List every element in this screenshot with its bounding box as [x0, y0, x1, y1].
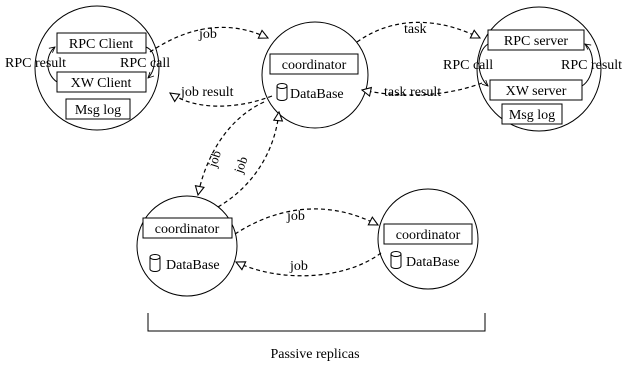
- edge-server-to-coordinator-label: task result: [384, 85, 441, 100]
- edge-replica-to-coordinator: [217, 112, 279, 208]
- database-icon: [149, 254, 161, 272]
- client-rpc-result-label: RPC result: [5, 56, 66, 71]
- replica-left-node: coordinator DataBase: [136, 195, 238, 297]
- edge-coordinator-to-client-label: job result: [180, 85, 234, 100]
- replica-right-database-label: DataBase: [406, 255, 460, 270]
- replica-left-coordinator-label: coordinator: [155, 222, 220, 237]
- edge-coordinator-to-replica: [198, 101, 265, 195]
- rpc-client-label: RPC Client: [69, 37, 133, 52]
- edge-server-to-coordinator: [362, 82, 483, 95]
- coordinator-main-box: [269, 53, 359, 75]
- coordinator-main-database-label: DataBase: [290, 87, 344, 102]
- server-node: RPC server XW server Msg log RPC call RP…: [443, 6, 622, 132]
- edge-replica-left-to-right: [234, 208, 378, 235]
- edge-coordinator-to-client: [170, 93, 273, 107]
- server-rpc-call-label: RPC call: [443, 58, 493, 73]
- server-rpc-result-arrow: [581, 44, 593, 87]
- database-icon: [390, 251, 402, 269]
- replica-right-coordinator-box: [383, 223, 473, 245]
- database-icon: [276, 83, 288, 101]
- edge-coordinator-to-server-label: task: [404, 22, 427, 37]
- passive-replicas-bracket: [147, 313, 486, 332]
- edge-client-to-coordinator-label: job: [198, 27, 217, 42]
- rpc-result-arrow: [47, 47, 58, 83]
- xw-server-box: [489, 79, 583, 101]
- xw-server-label: XW server: [506, 84, 567, 99]
- edge-replica-left-to-right-label: job: [286, 209, 305, 224]
- client-msg-log-box: [65, 98, 131, 120]
- edge-coordinator-to-replica-label: job: [204, 148, 224, 169]
- replica-right-coordinator-label: coordinator: [396, 228, 461, 243]
- server-rpc-call-arrow: [478, 43, 488, 86]
- replica-right-node: coordinator DataBase: [377, 188, 479, 290]
- server-msg-log-label: Msg log: [509, 108, 555, 123]
- client-node: RPC Client XW Client Msg log RPC call RP…: [5, 5, 170, 131]
- replica-left-coordinator-box: [142, 217, 233, 239]
- coordinator-main-label: coordinator: [282, 58, 347, 73]
- rpc-server-box: [487, 29, 585, 51]
- rpc-call-arrow: [145, 46, 155, 78]
- server-msg-log-box: [501, 103, 563, 125]
- edge-replica-to-coordinator-label: job: [230, 154, 250, 176]
- replica-left-circle: [136, 195, 238, 297]
- client-rpc-call-label: RPC call: [120, 56, 170, 71]
- edge-replica-right-to-left: [236, 252, 382, 277]
- rpc-client-box: [56, 32, 147, 54]
- coordinator-main-node: coordinator DataBase: [261, 21, 369, 129]
- client-msg-log-label: Msg log: [75, 103, 121, 118]
- passive-replicas-label: Passive replicas: [270, 347, 359, 362]
- server-rpc-result-label: RPC result: [561, 58, 622, 73]
- edge-client-to-coordinator: [149, 26, 268, 53]
- rpc-server-label: RPC server: [504, 34, 569, 49]
- edge-coordinator-to-server: [356, 21, 480, 43]
- coordinator-main-circle: [261, 21, 369, 129]
- edge-replica-right-to-left-label: job: [289, 259, 308, 274]
- replica-left-database-label: DataBase: [166, 258, 220, 273]
- xw-client-label: XW Client: [71, 76, 132, 91]
